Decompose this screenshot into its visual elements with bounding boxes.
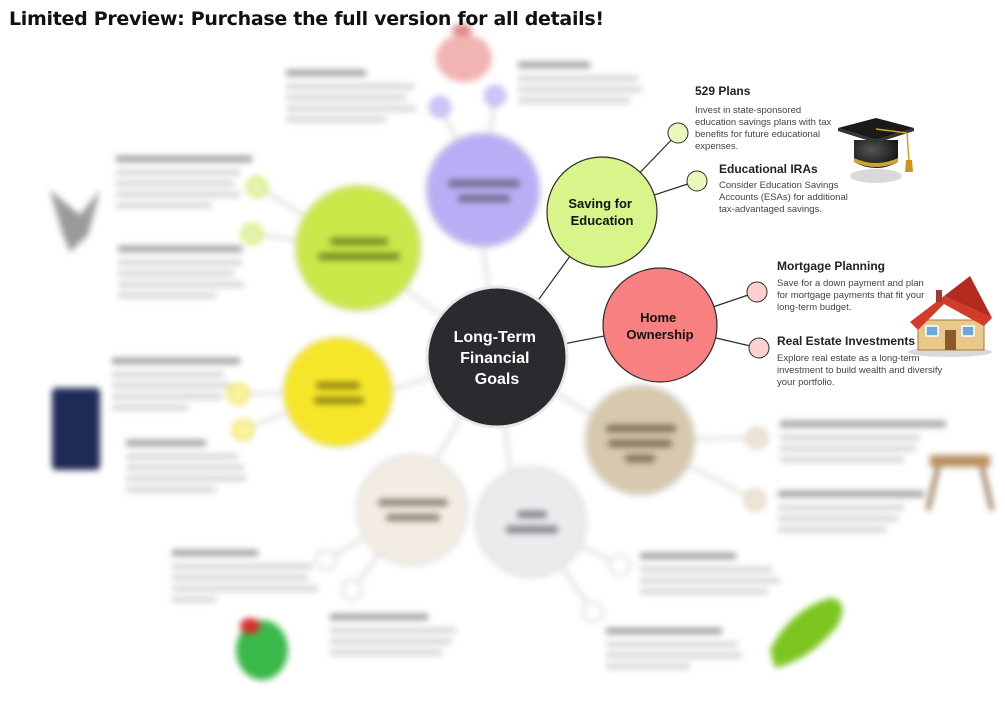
apple-icon bbox=[236, 618, 288, 680]
debt-reduction-node bbox=[475, 466, 587, 578]
leaf-title: Educational IRAs bbox=[719, 162, 818, 176]
leaf-529-plans: 529 Plans Invest in state-sponsored educ… bbox=[695, 84, 834, 152]
svg-text:Home Ownership: Home Ownership bbox=[626, 310, 693, 342]
education-label-line-1: Saving for bbox=[568, 196, 632, 211]
center-label-line-2: Financial bbox=[460, 350, 529, 367]
leaf-title: 529 Plans bbox=[695, 84, 751, 98]
preview-banner: Limited Preview: Purchase the full versi… bbox=[9, 8, 604, 30]
home-label-line-2: Ownership bbox=[626, 327, 693, 342]
leaf-dot-529-plans bbox=[667, 122, 689, 144]
leaf-title: Real Estate Investments bbox=[777, 334, 915, 348]
sawhorse-icon bbox=[926, 455, 994, 511]
svg-text:Long-Term Financial: Long-Term Financial Goals bbox=[454, 329, 541, 388]
graduation-cap-icon bbox=[838, 118, 914, 183]
leaf-dot-educational-iras bbox=[686, 170, 708, 192]
house-icon bbox=[908, 276, 992, 357]
estate-planning-node bbox=[282, 336, 394, 448]
investment-strategy-node bbox=[356, 454, 468, 566]
leaf-educational-iras: Educational IRAs Consider Education Savi… bbox=[719, 162, 850, 215]
calculator-icon bbox=[770, 598, 843, 668]
piggy-bank-icon bbox=[436, 24, 492, 82]
center-label-line-1: Long-Term bbox=[454, 329, 536, 346]
svg-text:Consider Education Savings: Consider Education Savings Accounts (ESA… bbox=[719, 180, 850, 215]
saving-for-education-node: Saving for Education bbox=[546, 156, 658, 268]
leaf-dot-real-estate bbox=[748, 337, 770, 359]
home-label-line-1: Home bbox=[640, 310, 676, 325]
education-label-line-2: Education bbox=[571, 213, 634, 228]
leaf-dot-mortgage-planning bbox=[746, 281, 768, 303]
blurred-branches bbox=[50, 24, 994, 680]
svg-text:Save for a down payment and pl: Save for a down payment and plan for mor… bbox=[777, 278, 927, 313]
leaf-real-estate-investments: Real Estate Investments Explore real est… bbox=[777, 334, 945, 388]
leaf-mortgage-planning: Mortgage Planning Save for a down paymen… bbox=[777, 259, 927, 313]
svg-text:Saving for Education: Saving for Education bbox=[568, 196, 635, 228]
center-label-line-3: Goals bbox=[475, 371, 520, 388]
svg-text:Invest in state-sponsored: Invest in state-sponsored education savi… bbox=[695, 105, 834, 152]
book-icon bbox=[52, 388, 100, 470]
bird-icon bbox=[50, 190, 100, 252]
leaf-title: Mortgage Planning bbox=[777, 259, 885, 273]
retirement-planning-node bbox=[425, 132, 541, 248]
financial-independence-node bbox=[294, 184, 422, 312]
home-ownership-node: Home Ownership bbox=[602, 267, 718, 383]
svg-text:Explore real estate as a long-: Explore real estate as a long-term inves… bbox=[777, 353, 945, 388]
center-node: Long-Term Financial Goals bbox=[425, 285, 569, 429]
